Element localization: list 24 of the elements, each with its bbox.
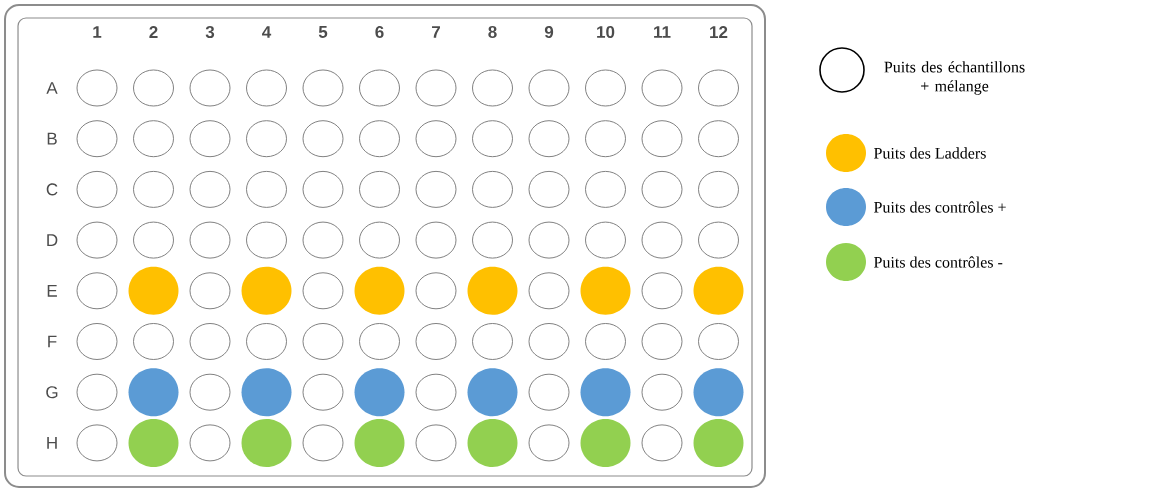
column-number: 9 [544,26,554,38]
row-label: E [47,284,57,297]
column-number: 7 [432,26,440,38]
row-label: H [47,437,57,449]
column-number: 5 [318,26,328,38]
column-number: 11 [654,26,671,38]
row-label: C [46,183,58,196]
row-label: A [46,82,58,94]
legend-text: Puits des contrôles + [874,201,1006,213]
column-number: 1 [93,26,102,38]
row-label: B [47,132,57,145]
row-label: F [48,335,57,348]
column-number: 10 [597,26,615,38]
legend-text: Puits des contrôles - [874,256,1003,268]
column-number: 6 [375,26,384,38]
column-number: 2 [149,26,158,38]
column-number: 3 [205,25,215,39]
legend-text: Puits des Ladders [874,147,986,159]
row-label: D [47,234,58,246]
column-number: 12 [710,26,728,38]
column-number: 8 [488,26,497,38]
column-number: 4 [262,26,272,38]
row-label: G [46,386,58,399]
legend-text: Puits des échantillons + mélange [884,61,1025,95]
